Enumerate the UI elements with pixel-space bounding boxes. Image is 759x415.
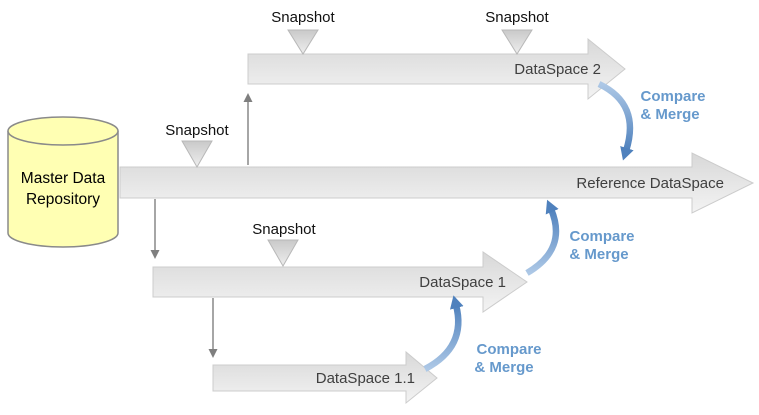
compare-merge-line2: & Merge <box>569 246 628 263</box>
snapshot-triangle-icon <box>287 29 319 55</box>
master-data-repository: Master Data Repository <box>7 116 119 248</box>
snapshot-label: Snapshot <box>252 221 316 238</box>
repository-label-line1: Master Data <box>21 170 106 187</box>
snapshot-label: Snapshot <box>165 122 229 139</box>
compare-merge-line2: & Merge <box>640 106 699 123</box>
timeline-arrow-dataspace-1 <box>152 251 528 313</box>
compare-merge-label: Compare & Merge <box>640 88 705 123</box>
compare-merge-line1: Compare <box>476 341 541 358</box>
repository-cylinder-top <box>7 116 119 146</box>
snapshot-marker: Snapshot <box>485 9 550 55</box>
timeline-label-dataspace-2: DataSpace 2 <box>514 61 601 78</box>
compare-merge-line1: Compare <box>640 88 705 105</box>
snapshot-triangle-icon <box>181 140 213 169</box>
timeline-label-dataspace-1-1: DataSpace 1.1 <box>316 370 415 387</box>
snapshot-marker: Snapshot <box>252 221 317 268</box>
compare-merge-label: Compare & Merge <box>569 228 634 263</box>
snapshot-label: Snapshot <box>271 9 335 26</box>
compare-merge-line2: & Merge <box>474 359 533 376</box>
timeline-label-dataspace-1: DataSpace 1 <box>419 274 506 291</box>
compare-merge-curved-arrow-icon <box>597 81 634 161</box>
repository-label-line2: Repository <box>26 191 100 208</box>
compare-merge-curved-arrow-icon <box>423 295 464 372</box>
timeline-label-reference-dataspace: Reference DataSpace <box>576 175 724 192</box>
snapshot-label: Snapshot <box>485 9 549 26</box>
compare-merge-curved-arrow-icon <box>525 199 560 276</box>
snapshot-triangle-icon <box>267 239 299 268</box>
compare-merge-line1: Compare <box>569 228 634 245</box>
snapshot-marker: Snapshot <box>271 9 336 55</box>
timeline-arrow-dataspace-1-1 <box>212 350 438 405</box>
timeline-arrow-reference-dataspace <box>119 152 755 214</box>
timeline-arrow-dataspace-2 <box>247 37 626 101</box>
repository-cylinder-body <box>7 131 119 248</box>
compare-merge-label: Compare & Merge <box>474 341 541 376</box>
snapshot-marker: Snapshot <box>165 122 230 169</box>
snapshot-triangle-icon <box>501 29 533 55</box>
